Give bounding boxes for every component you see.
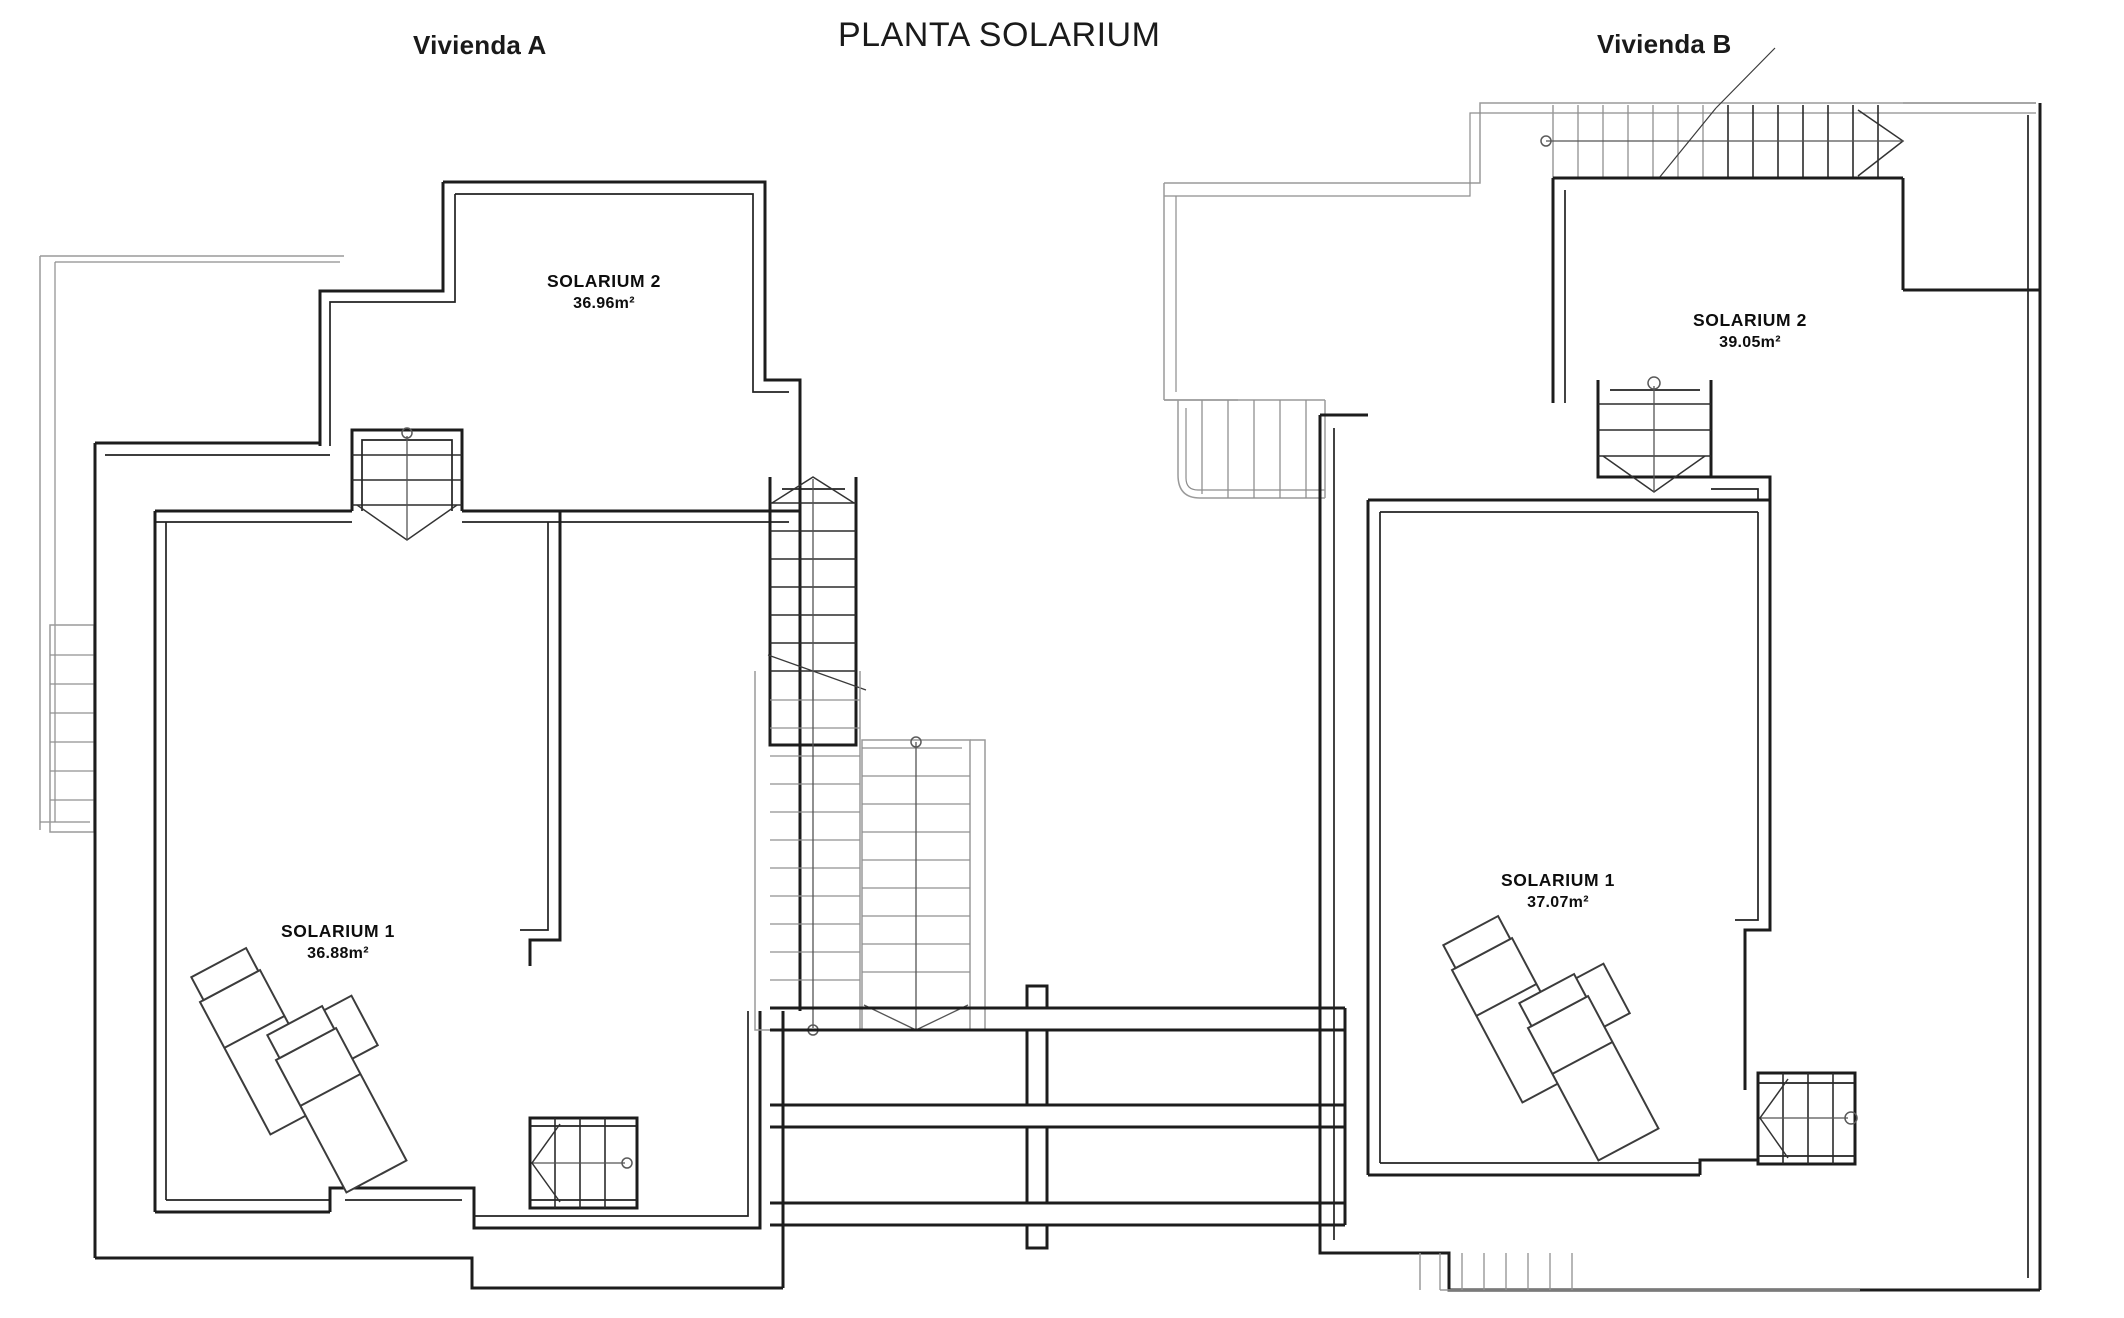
b-furniture — [1441, 914, 1660, 1162]
b-solarium-2-walls — [1551, 103, 2042, 1290]
a-stair-central-lower — [754, 671, 861, 1036]
unit-a-geometry — [39, 180, 986, 1290]
room-name: SOLARIUM 1 — [1501, 870, 1615, 890]
b-stair-exterior-left — [1164, 399, 1326, 499]
room-label-b-solarium-1: SOLARIUM 1 37.07m² — [1448, 869, 1668, 913]
room-label-b-solarium-2: SOLARIUM 2 39.05m² — [1640, 309, 1860, 353]
b-stair-bottom — [1419, 1253, 1860, 1291]
room-area: 37.07m² — [1527, 894, 1589, 912]
b-lounger-2 — [1517, 972, 1660, 1162]
page-title: PLANTA SOLARIUM — [838, 16, 1161, 54]
b-stair-lower-right — [1698, 1071, 1858, 1175]
b-outer-envelope — [1318, 413, 2040, 1292]
room-label-a-solarium-2: SOLARIUM 2 36.96m² — [494, 270, 714, 314]
a-stair-central-flight-2 — [861, 736, 986, 1031]
a-stair-upper — [155, 427, 800, 541]
b-stair-top — [1540, 47, 2036, 290]
a-stair-exterior-left — [49, 624, 95, 833]
a-upper-left-walls — [93, 441, 330, 1258]
b-stair-upper — [1596, 376, 1772, 500]
a-lounger-2 — [265, 1004, 408, 1194]
central-railing — [770, 984, 1347, 1250]
b-terrace-outline — [1163, 102, 2036, 401]
unit-header-vivienda-b: Vivienda B — [1597, 29, 1732, 59]
room-area: 36.96m² — [573, 295, 635, 313]
a-stair-lower-right — [528, 1116, 639, 1210]
unit-header-vivienda-a: Vivienda A — [413, 30, 547, 60]
a-furniture — [189, 946, 408, 1194]
room-name: SOLARIUM 2 — [547, 271, 661, 291]
room-area: 39.05m² — [1719, 334, 1781, 352]
room-name: SOLARIUM 1 — [281, 921, 395, 941]
room-area: 36.88m² — [307, 945, 369, 963]
room-label-a-solarium-1: SOLARIUM 1 36.88m² — [228, 920, 448, 964]
a-terrace-outline — [39, 255, 344, 830]
a-solarium-1-walls — [153, 511, 762, 1230]
room-name: SOLARIUM 2 — [1693, 310, 1807, 330]
a-solarium-2-walls — [318, 180, 802, 1011]
unit-b-geometry — [1163, 47, 2042, 1292]
a-outer-envelope — [95, 1011, 785, 1290]
a-stair-central — [767, 476, 867, 747]
b-solarium-1-walls — [1366, 498, 1772, 1177]
